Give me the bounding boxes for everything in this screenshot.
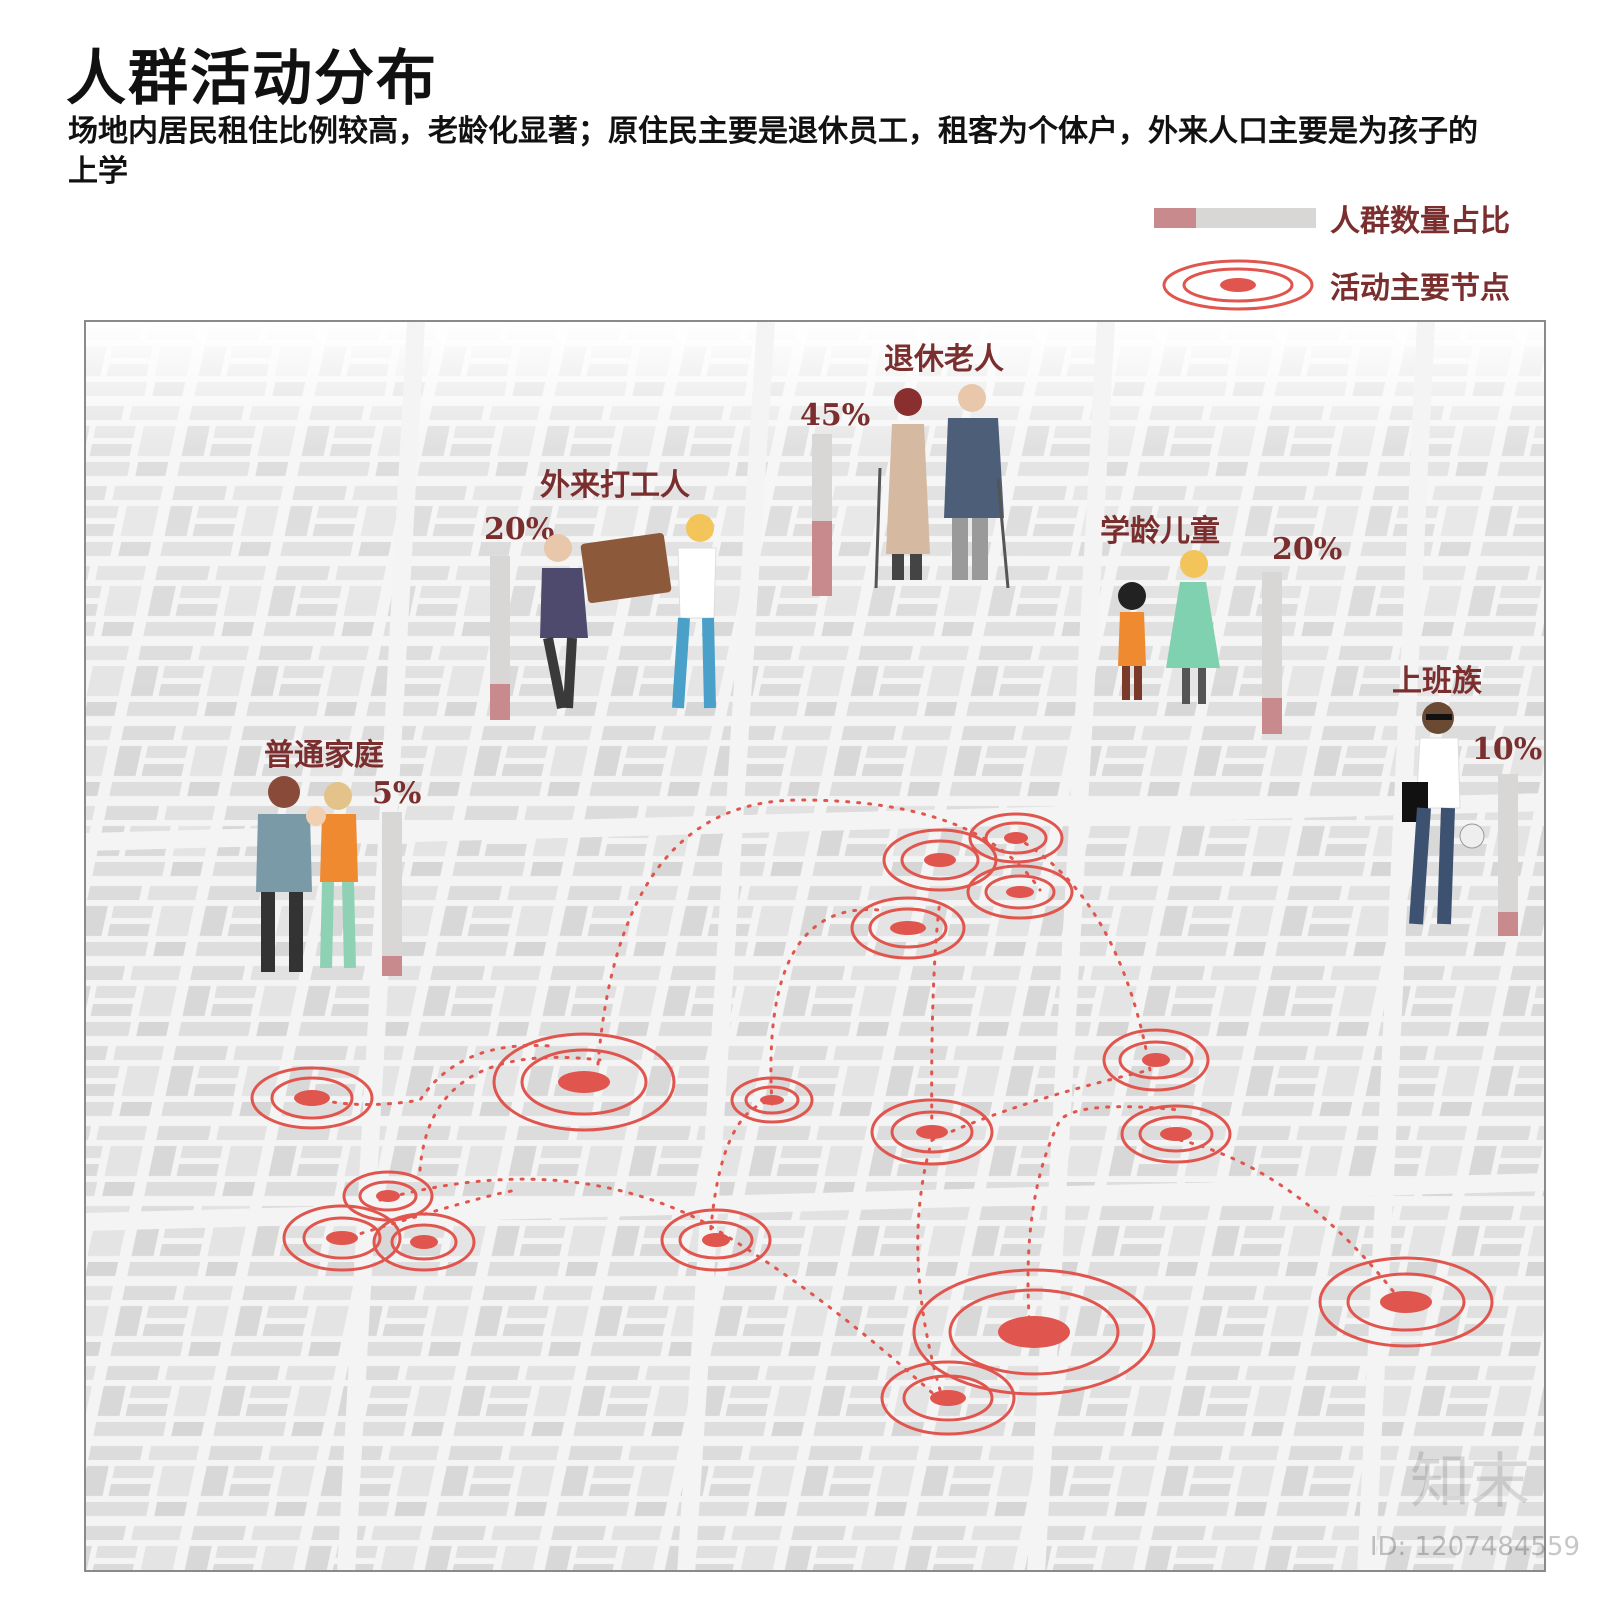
group-percent-retirees: 45% — [800, 398, 871, 433]
group-percent-ordinary-families: 5% — [372, 776, 422, 811]
group-bar-fill-migrant-workers — [490, 683, 510, 720]
group-label-ordinary-families: 普通家庭 — [264, 738, 384, 773]
watermark-id: ID: 1207484559 — [1369, 1532, 1580, 1562]
activity-node — [250, 1066, 374, 1130]
activity-node — [730, 1076, 814, 1124]
group-bar-office-workers — [1498, 774, 1518, 936]
group-percent-office-workers: 10% — [1472, 732, 1543, 767]
page-subtitle: 场地内居民租住比例较高，老龄化显著；原住民主要是退休员工，租客为个体户，外来人口… — [68, 114, 1478, 189]
legend-node-icon — [1162, 259, 1314, 311]
school-children-figure-icon — [1118, 550, 1220, 704]
group-label-retirees: 退休老人 — [884, 342, 1004, 377]
legend-bar-label: 人群数量占比 — [1330, 204, 1510, 239]
group-bar-fill-school-children — [1262, 698, 1282, 734]
activity-node — [870, 1098, 994, 1166]
legend-node-label: 活动主要节点 — [1330, 271, 1510, 306]
office-worker-figure-icon — [1402, 702, 1485, 925]
activity-node — [282, 1204, 402, 1272]
group-percent-school-children: 20% — [1272, 532, 1343, 567]
activity-node — [1120, 1104, 1232, 1164]
activity-nodes — [250, 812, 1494, 1436]
legend-node-row: 活动主要节点 — [1160, 258, 1510, 312]
activity-node — [882, 828, 998, 892]
activity-node — [1102, 1028, 1210, 1092]
group-bar-school-children — [1262, 572, 1282, 734]
legend-bar-swatch — [1154, 208, 1316, 228]
activity-node — [660, 1208, 772, 1272]
activity-node — [968, 812, 1064, 864]
ordinary-family-figure-icon — [256, 776, 358, 972]
group-bar-fill-ordinary-families — [382, 956, 402, 976]
group-bar-fill-retirees — [812, 521, 832, 596]
activity-node — [880, 1360, 1016, 1436]
migrant-workers-figure-icon — [540, 514, 717, 709]
legend-bar-fill — [1154, 208, 1196, 228]
page-title: 人群活动分布 — [66, 44, 438, 114]
activity-node — [372, 1212, 476, 1272]
activity-node — [850, 896, 966, 960]
dotted-paths — [310, 798, 1402, 1402]
group-bar-fill-office-workers — [1498, 911, 1518, 936]
group-percent-migrant-workers: 20% — [484, 512, 555, 547]
retirees-figure-icon — [874, 384, 1010, 589]
group-bar-ordinary-families — [382, 812, 402, 976]
legend-bar-row: 人群数量占比 — [1154, 196, 1510, 240]
watermark-logo: 知末 — [1410, 1447, 1530, 1517]
group-bar-migrant-workers — [490, 556, 510, 720]
group-label-school-children: 学龄儿童 — [1100, 514, 1220, 549]
activity-node — [492, 1032, 676, 1132]
activity-node — [1318, 1256, 1494, 1348]
activity-node — [966, 864, 1074, 920]
activity-node — [912, 1268, 1156, 1396]
group-label-migrant-workers: 外来打工人 — [540, 468, 690, 503]
group-bar-retirees — [812, 434, 832, 596]
group-label-office-workers: 上班族 — [1392, 664, 1482, 699]
